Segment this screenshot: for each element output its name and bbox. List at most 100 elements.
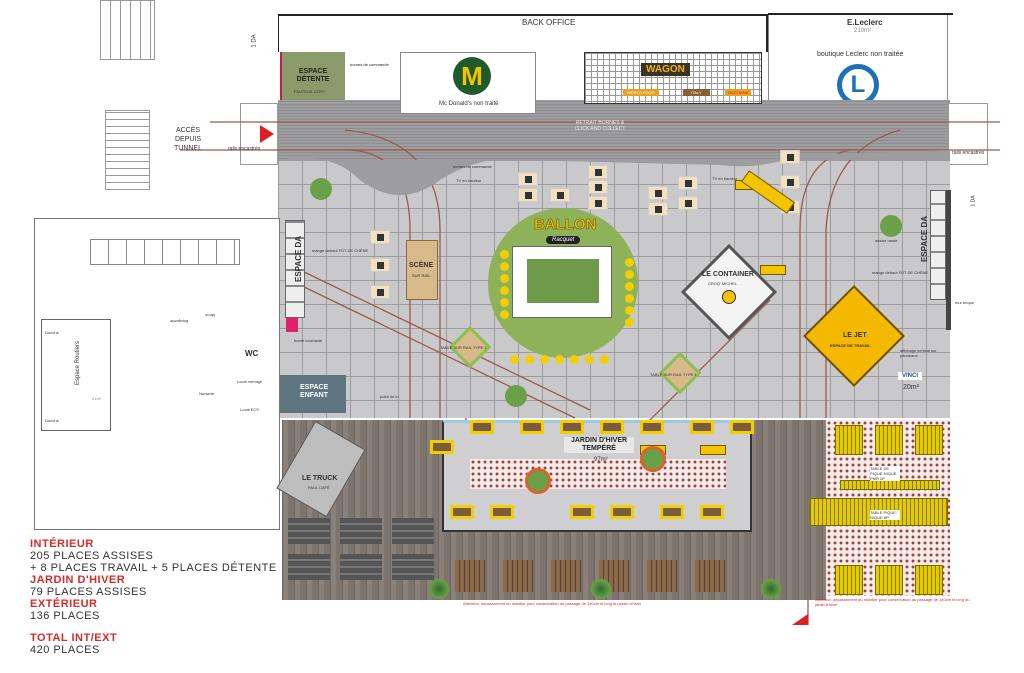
jet-area: 20m²	[903, 384, 919, 391]
palm-tree	[590, 578, 612, 600]
right-wall	[946, 190, 951, 330]
picnic-bench	[695, 560, 725, 592]
mall-corridor	[278, 100, 950, 162]
jet-title: LE JET	[843, 332, 867, 339]
mcdonalds-shop: M Mc Donald's non traité	[400, 52, 536, 114]
picnic-table-yellow	[875, 425, 903, 455]
espace-enfant: ESPACE ENFANT	[280, 375, 346, 413]
stool	[500, 298, 509, 307]
legend-jardin-1: 79 PLACES ASSISES	[30, 586, 147, 598]
jardin-rug	[470, 459, 726, 489]
back-office: BACK OFFICE	[278, 14, 768, 52]
detente-title: ESPACE DÉTENTE	[296, 68, 330, 83]
rails-label-left: rails encastrés	[228, 146, 261, 152]
table	[370, 230, 390, 244]
picnic-table-yellow	[835, 425, 863, 455]
round-table	[525, 468, 551, 494]
high-table	[880, 215, 902, 237]
ballon-kitchen-floor	[527, 259, 599, 303]
table-surrail-label-2: TABLE SUR RAIL TYPE 1	[650, 372, 697, 377]
mcdonalds-logo: M	[453, 57, 491, 95]
high-table	[505, 385, 527, 407]
table	[588, 180, 608, 194]
wagon-occitane: OCCITANE	[725, 89, 752, 96]
jardin-table	[730, 420, 754, 434]
rail-curve-right	[799, 149, 851, 418]
wagon-logo: WAGON	[641, 63, 690, 76]
picnic-table-yellow	[915, 565, 943, 595]
jardin-table	[430, 440, 454, 454]
stool	[625, 282, 634, 291]
jardin-table	[520, 420, 544, 434]
palm-tree	[428, 578, 450, 600]
stool	[500, 310, 509, 319]
jardin-table	[570, 505, 594, 519]
stool	[500, 262, 509, 271]
picnic-label-2: TABLE PIQUE-NIQUE 8P	[870, 510, 900, 520]
corridor-curve	[278, 150, 950, 195]
table	[780, 150, 800, 164]
legend-interieur-2: + 8 PLACES TRAVAIL + 5 PLACES DÉTENTE	[30, 562, 277, 574]
rail-diagonal-1	[299, 269, 591, 411]
deck-bench	[288, 554, 330, 580]
legend-jardin-heading: JARDIN D'HIVER	[30, 574, 126, 586]
container-mascot	[722, 290, 736, 304]
jardin-table	[560, 420, 584, 434]
miroir-label: Miroir	[205, 313, 215, 318]
stool	[570, 355, 579, 364]
espace-da-right-label: ESPACE DA	[920, 215, 929, 262]
container-title: LE CONTAINER	[702, 271, 754, 278]
ballon-title: BALLON	[534, 216, 597, 234]
picnic-bench	[455, 560, 485, 592]
deck-bench	[288, 518, 330, 544]
warning-right: Attention, dépassement du mobilier pour …	[815, 597, 970, 607]
rail-curve-right-2	[825, 129, 901, 418]
douche-1: Douche	[45, 330, 59, 335]
table	[588, 165, 608, 179]
jardin-table	[610, 505, 634, 519]
entrance-right-opening	[948, 103, 988, 165]
legend-total-heading: TOTAL INT/EXT	[30, 632, 118, 644]
legend-interieur-heading: INTÉRIEUR	[30, 538, 94, 550]
stool	[525, 355, 534, 364]
douche-2: Douche	[45, 418, 59, 423]
mange-debout-label-left: mange debout FÛT DE CHÊNE	[312, 248, 369, 253]
legend-exterieur-heading: EXTÉRIEUR	[30, 598, 98, 610]
stool	[625, 270, 634, 279]
wagon-world-food: WORLD FOOD	[623, 89, 659, 96]
table	[588, 196, 608, 210]
table	[648, 186, 668, 200]
point-tri-label: point de tri	[380, 394, 399, 399]
jardin-table	[490, 505, 514, 519]
wc-block: WC Banquette Miroir Espace Routiers 21m²…	[34, 218, 280, 530]
stool	[625, 318, 634, 327]
one-da-right: 1 DA	[970, 195, 977, 207]
picnic-bench	[551, 560, 581, 592]
mur-brique-label: mur brique	[955, 300, 975, 305]
detente-sub: FAUTEUIL COSY	[294, 89, 326, 94]
table	[518, 188, 538, 202]
table	[370, 285, 390, 299]
espace-routiers: Espace Routiers 21m² Douche Douche	[41, 319, 111, 431]
palm-tree	[760, 578, 782, 600]
local-ecs-label: Local ECS	[240, 407, 259, 412]
local-menage-label: Local ménage	[237, 379, 263, 384]
tv-label-left: TV en hauteur	[456, 178, 482, 183]
tv-label-right: TV en hauteur	[712, 176, 738, 181]
espace-detente: ESPACE DÉTENTE FAUTEUIL COSY	[280, 52, 345, 100]
ballon-kitchen	[512, 246, 612, 318]
picnic-table-yellow	[835, 565, 863, 595]
routiers-label: Espace Routiers	[75, 340, 82, 386]
stool	[500, 250, 509, 259]
exit-arrow	[792, 614, 808, 625]
vinci-logo: VINCI	[898, 372, 923, 380]
capacity-legend: INTÉRIEUR 205 PLACES ASSISES + 8 PLACES …	[30, 538, 277, 656]
scene-stage: SCÈNE SUR RAIL	[406, 240, 438, 300]
espace-da-left-shelves	[285, 220, 305, 318]
truck-sub: PAUL CAFÉ	[308, 485, 330, 490]
jardin-table	[640, 420, 664, 434]
leclerc-area: 210m²	[854, 28, 872, 34]
high-table	[310, 178, 332, 200]
wc-label: WC	[245, 349, 259, 358]
deck-bench	[392, 518, 434, 544]
